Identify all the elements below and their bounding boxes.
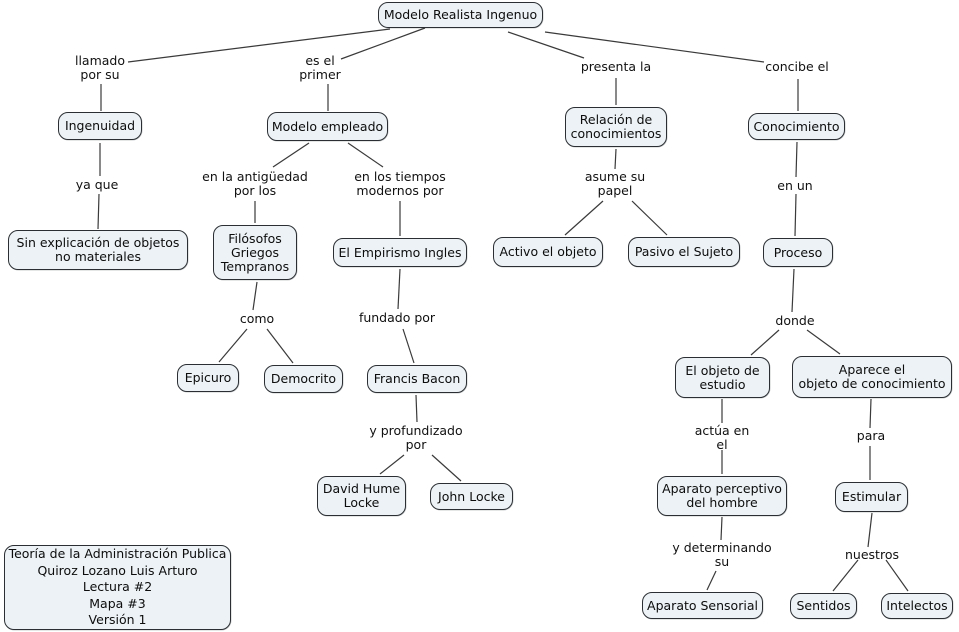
node-aparato-perceptivo[interactable]: Aparato perceptivo del hombre: [657, 476, 787, 516]
node-el-objeto-de-estudio[interactable]: El objeto de estudio: [675, 357, 770, 398]
connector-line: [347, 142, 384, 168]
connector-line: [791, 268, 795, 313]
node-conocimiento[interactable]: Conocimiento: [748, 113, 845, 140]
node-modelo-realista-ingenuo[interactable]: Modelo Realista Ingenuo: [378, 2, 543, 28]
edge-label-fundado-por[interactable]: fundado por: [358, 310, 436, 325]
node-sin-explicacion-objetos[interactable]: Sin explicación de objetos no materiales: [8, 230, 188, 270]
connector-line: [415, 394, 418, 423]
connector-line: [614, 148, 617, 170]
node-pasivo-el-sujeto[interactable]: Pasivo el Sujeto: [628, 237, 740, 267]
connector-line: [867, 512, 873, 548]
node-sentidos[interactable]: Sentidos: [790, 593, 857, 619]
node-david-hume-locke[interactable]: David Hume Locke: [317, 476, 406, 516]
connector-line: [218, 328, 248, 363]
connector-line: [706, 570, 717, 591]
connector-line: [720, 516, 723, 541]
node-modelo-empleado[interactable]: Modelo empleado: [267, 112, 388, 141]
edge-label-ya-que[interactable]: ya que: [75, 177, 119, 192]
node-aparece-el-objeto[interactable]: Aparece el objeto de conocimiento: [792, 356, 952, 398]
node-john-locke[interactable]: John Locke: [430, 483, 513, 510]
connector-line: [397, 268, 401, 310]
credits-box[interactable]: Teoría de la Administración Publica Quir…: [4, 545, 231, 630]
connector-line: [266, 328, 294, 364]
connector-line: [507, 31, 585, 59]
node-intelectos[interactable]: Intelectos: [881, 593, 953, 619]
edge-label-como[interactable]: como: [239, 311, 275, 326]
edge-label-es-el-primer[interactable]: es el primer: [299, 53, 341, 82]
node-el-empirismo-ingles[interactable]: El Empirismo Ingles: [333, 238, 467, 267]
connector-line: [869, 398, 872, 429]
edge-label-nuestros[interactable]: nuestros: [845, 547, 899, 562]
edge-label-donde[interactable]: donde: [775, 313, 815, 328]
node-estimular[interactable]: Estimular: [835, 482, 908, 512]
connector-line: [806, 329, 841, 355]
node-francis-bacon[interactable]: Francis Bacon: [367, 365, 467, 393]
node-ingenuidad[interactable]: Ingenuidad: [58, 112, 142, 140]
edge-label-en-los-tiempos[interactable]: en los tiempos modernos por: [354, 169, 446, 198]
connector-line: [750, 329, 780, 356]
edge-label-en-la-antiguedad[interactable]: en la antigüedad por los: [202, 169, 308, 198]
connector-line: [252, 281, 258, 311]
connector-line: [127, 28, 391, 63]
connector-line: [431, 454, 462, 482]
edge-label-concibe-el[interactable]: concibe el: [765, 59, 829, 74]
connector-line: [795, 141, 798, 178]
edge-label-en-un[interactable]: en un: [777, 178, 813, 193]
connector-line: [402, 328, 415, 364]
edge-label-actua-en-el[interactable]: actúa en el: [694, 423, 750, 452]
credits-text: Teoría de la Administración Publica Quir…: [8, 546, 227, 628]
connector-line: [272, 142, 310, 168]
edge-label-presenta-la[interactable]: presenta la: [580, 59, 652, 74]
node-aparato-sensorial[interactable]: Aparato Sensorial: [642, 592, 763, 619]
connector-line: [97, 193, 100, 230]
edge-label-para[interactable]: para: [856, 428, 886, 443]
connector-line: [885, 559, 909, 592]
node-filosofos-griegos-tempranos[interactable]: Filósofos Griegos Tempranos: [213, 225, 297, 280]
node-epicuro[interactable]: Epicuro: [177, 364, 239, 392]
edge-label-asume-su-papel[interactable]: asume su papel: [584, 169, 646, 198]
node-proceso[interactable]: Proceso: [763, 238, 833, 267]
node-relacion-de-conocimientos[interactable]: Relación de conocimientos: [565, 107, 667, 147]
connector-line: [564, 200, 604, 236]
connector-line: [631, 200, 668, 236]
connector-line: [379, 454, 405, 475]
connector-line: [544, 31, 765, 63]
node-activo-el-objeto[interactable]: Activo el objeto: [493, 237, 603, 267]
connector-line: [832, 559, 859, 592]
connector-line: [794, 193, 797, 237]
connector-line: [340, 27, 426, 60]
edge-label-y-profundizado-por[interactable]: y profundizado por: [369, 423, 463, 452]
node-democrito[interactable]: Democrito: [264, 365, 343, 393]
edge-label-y-determinando-su[interactable]: y determinando su: [672, 540, 772, 569]
edge-label-llamado-por-su[interactable]: llamado por su: [74, 53, 126, 82]
